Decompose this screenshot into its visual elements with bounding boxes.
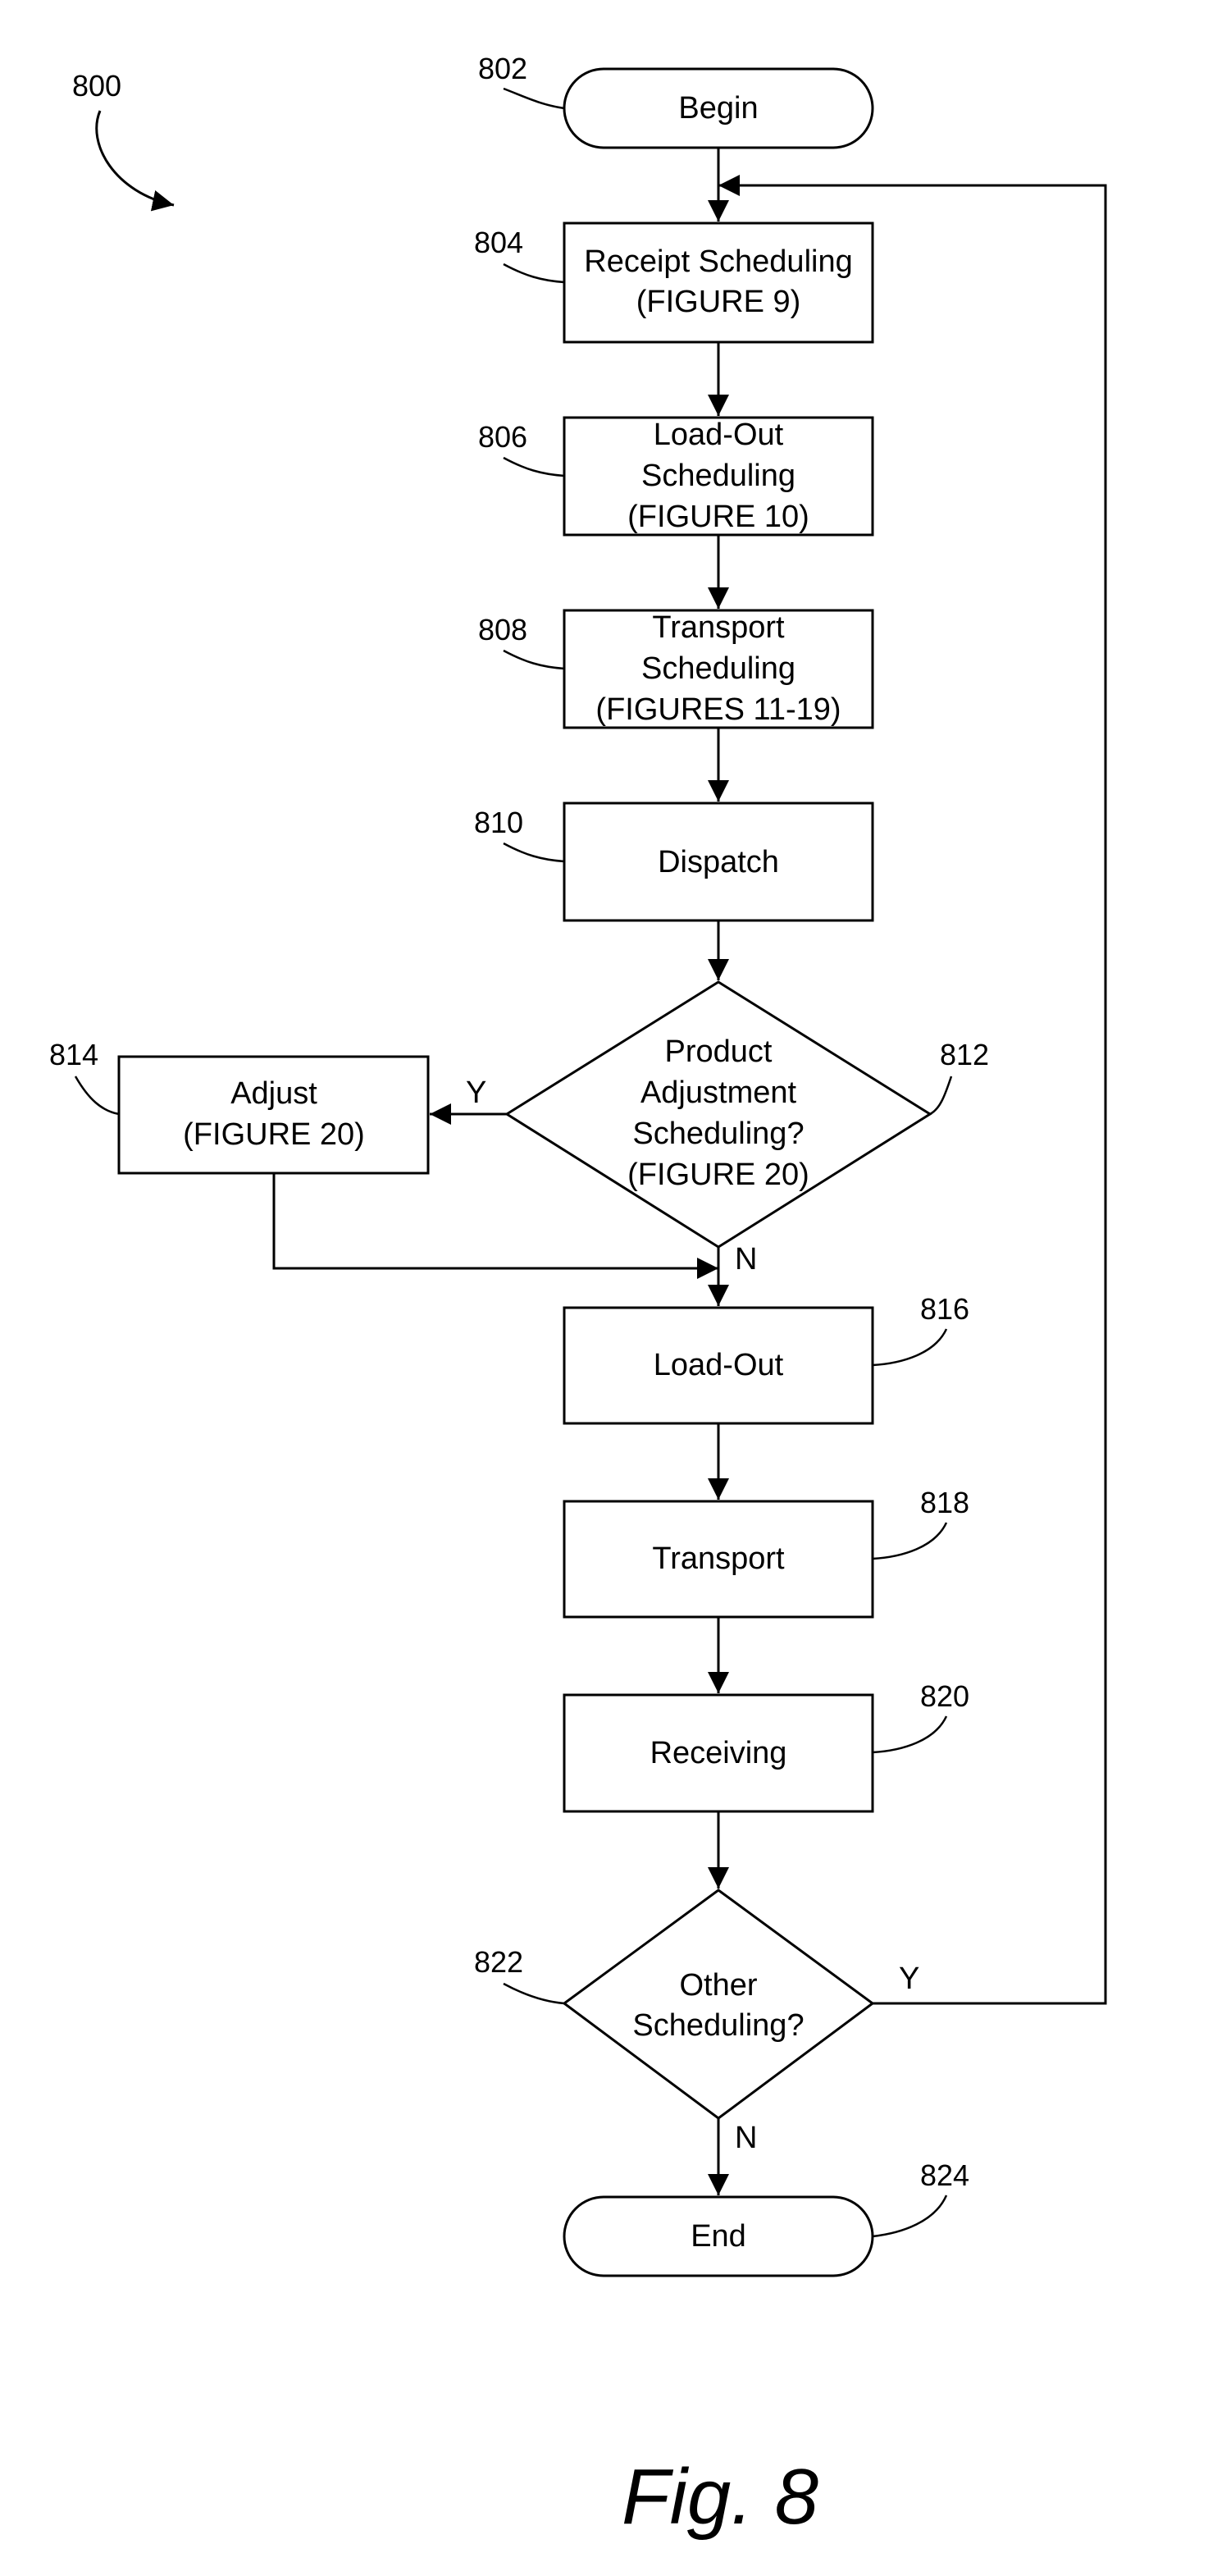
node-adjust: Adjust (FIGURE 20) xyxy=(119,1057,428,1173)
ref-804: 804 xyxy=(474,226,564,282)
svg-text:Dispatch: Dispatch xyxy=(658,845,779,879)
node-receiving: Receiving xyxy=(564,1695,873,1811)
node-begin: Begin xyxy=(564,69,873,148)
svg-text:814: 814 xyxy=(49,1038,98,1071)
node-receipt-scheduling: Receipt Scheduling (FIGURE 9) xyxy=(564,223,873,342)
node-loadout: Load-Out xyxy=(564,1308,873,1423)
svg-text:(FIGURE 20): (FIGURE 20) xyxy=(627,1158,809,1192)
svg-text:Receiving: Receiving xyxy=(650,1736,787,1770)
svg-text:Scheduling?: Scheduling? xyxy=(632,2008,804,2043)
svg-text:Other: Other xyxy=(679,1968,757,2003)
node-product-adjustment-decision: Product Adjustment Scheduling? (FIGURE 2… xyxy=(507,982,930,1247)
svg-text:Scheduling?: Scheduling? xyxy=(632,1117,804,1151)
svg-text:Product: Product xyxy=(665,1035,773,1069)
node-loadout-scheduling: Load-Out Scheduling (FIGURE 10) xyxy=(564,418,873,535)
ref-802: 802 xyxy=(478,52,564,108)
svg-text:Scheduling: Scheduling xyxy=(641,651,795,686)
svg-text:Adjust: Adjust xyxy=(230,1076,317,1111)
ref-822: 822 xyxy=(474,1945,564,2003)
svg-text:812: 812 xyxy=(940,1038,989,1071)
ref-824: 824 xyxy=(873,2158,969,2236)
svg-text:Transport: Transport xyxy=(652,610,785,645)
edge-label-adjust-no: N xyxy=(735,1242,757,1277)
svg-text:806: 806 xyxy=(478,420,527,454)
node-other-scheduling-decision: Other Scheduling? xyxy=(564,1890,873,2118)
ref-808: 808 xyxy=(478,613,564,669)
svg-text:(FIGURE 10): (FIGURE 10) xyxy=(627,500,809,534)
svg-text:Transport: Transport xyxy=(652,1541,785,1576)
edge-label-adjust-yes: Y xyxy=(466,1076,486,1110)
edge-label-other-no: N xyxy=(735,2121,757,2155)
svg-text:Adjustment: Adjustment xyxy=(640,1076,797,1110)
figure-caption: Fig. 8 xyxy=(622,2453,818,2541)
ref-816: 816 xyxy=(873,1292,969,1365)
figure-ref-arrow xyxy=(97,111,174,205)
node-transport-scheduling: Transport Scheduling (FIGURES 11-19) xyxy=(564,610,873,728)
ref-812: 812 xyxy=(930,1038,989,1114)
svg-text:Load-Out: Load-Out xyxy=(654,418,784,452)
ref-814: 814 xyxy=(49,1038,119,1114)
svg-text:(FIGURE 20): (FIGURE 20) xyxy=(183,1117,365,1152)
ref-820: 820 xyxy=(873,1679,969,1752)
svg-text:(FIGURES 11-19): (FIGURES 11-19) xyxy=(595,692,841,727)
svg-text:822: 822 xyxy=(474,1945,523,1979)
svg-text:818: 818 xyxy=(920,1486,969,1519)
svg-text:Receipt Scheduling: Receipt Scheduling xyxy=(584,244,852,279)
svg-text:Scheduling: Scheduling xyxy=(641,459,795,493)
svg-text:816: 816 xyxy=(920,1292,969,1326)
svg-text:802: 802 xyxy=(478,52,527,85)
figure-ref-label: 800 xyxy=(72,69,121,103)
node-end: End xyxy=(564,2197,873,2276)
svg-text:824: 824 xyxy=(920,2158,969,2192)
node-dispatch: Dispatch xyxy=(564,803,873,920)
svg-text:808: 808 xyxy=(478,613,527,646)
svg-text:Begin: Begin xyxy=(678,91,758,126)
svg-text:(FIGURE 9): (FIGURE 9) xyxy=(636,285,801,319)
svg-text:End: End xyxy=(691,2219,746,2254)
ref-810: 810 xyxy=(474,806,564,861)
ref-806: 806 xyxy=(478,420,564,476)
ref-818: 818 xyxy=(873,1486,969,1559)
svg-text:804: 804 xyxy=(474,226,523,259)
svg-text:810: 810 xyxy=(474,806,523,839)
svg-text:Load-Out: Load-Out xyxy=(654,1348,784,1382)
edge-label-other-yes: Y xyxy=(899,1962,919,1996)
node-transport: Transport xyxy=(564,1501,873,1617)
svg-text:820: 820 xyxy=(920,1679,969,1713)
